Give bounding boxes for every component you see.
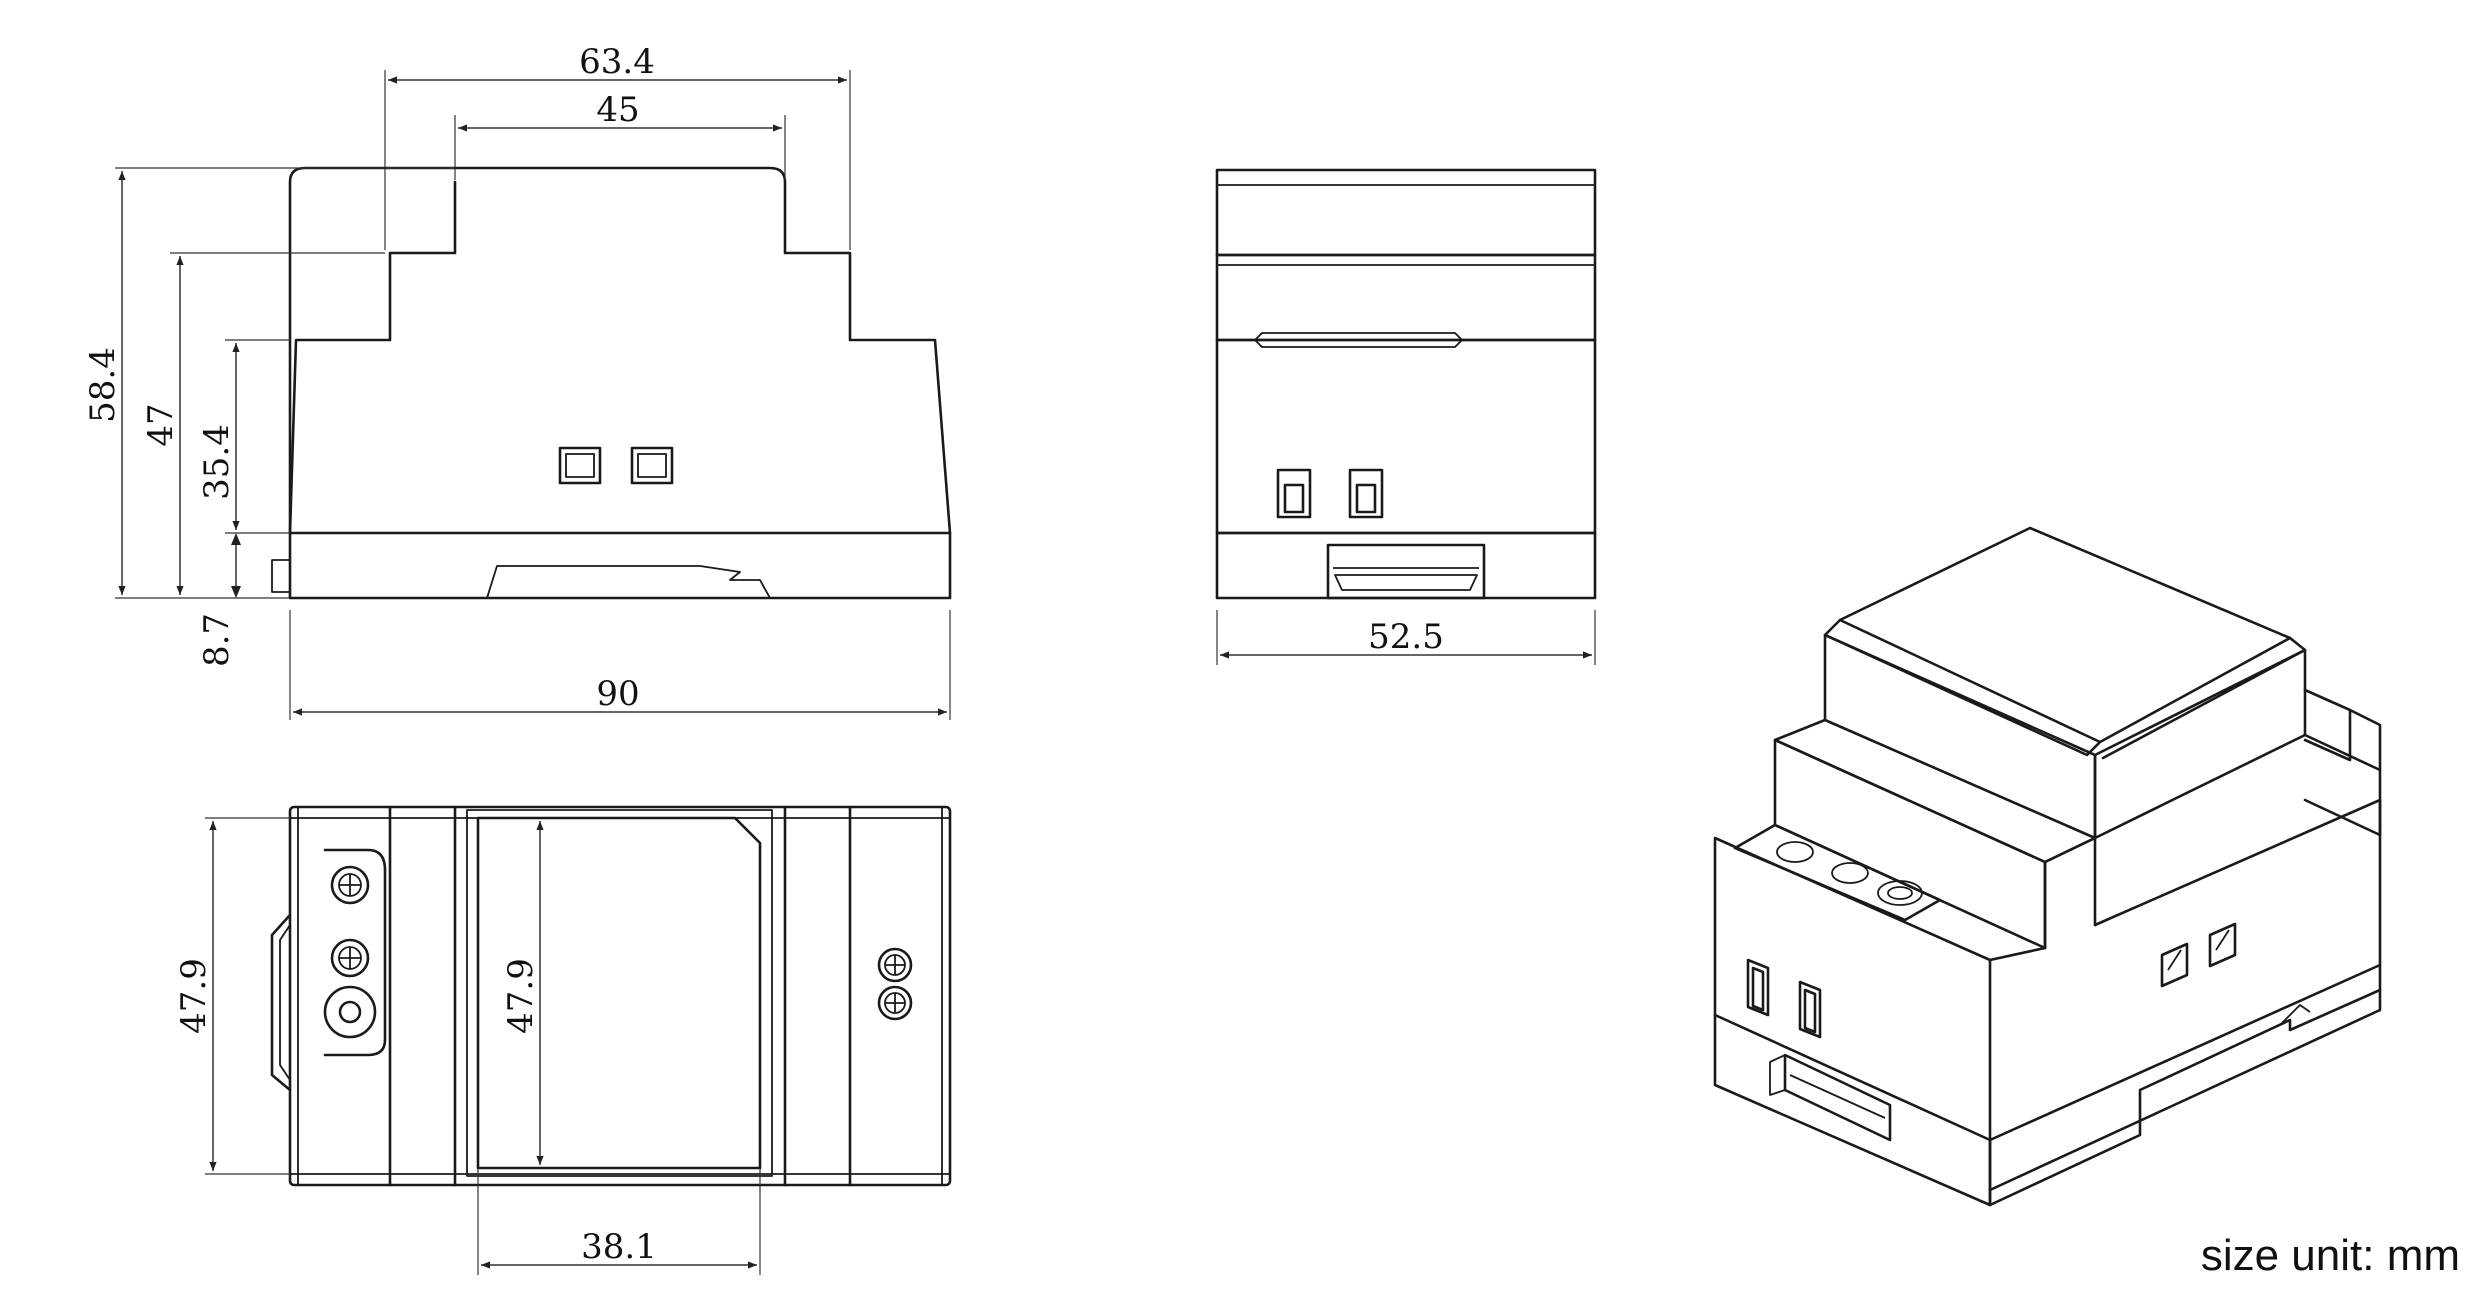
side-clip <box>1326 543 1486 600</box>
dim-63-4-label: 63.4 <box>579 42 655 82</box>
front-terminal-2 <box>630 446 674 485</box>
top-display-window <box>476 816 762 1170</box>
top-dimensions: 47.9 47.9 38.1 <box>174 817 761 1275</box>
iso-base <box>1713 963 2382 1142</box>
iso-right-terminal-2 <box>2208 922 2237 968</box>
front-terminal-2-inner <box>637 453 667 478</box>
side-dimensions: 52.5 <box>1216 610 1596 665</box>
front-body-left-step <box>288 180 457 535</box>
iso-right-face <box>1988 798 2382 1192</box>
top-view <box>270 805 952 1187</box>
iso-right-terminal-1 <box>2160 942 2189 988</box>
iso-terminal-hole-3 <box>1877 880 1923 906</box>
iso-top-block-right <box>2093 648 2307 840</box>
side-mid-block <box>1215 253 1597 342</box>
dim-52-5-label: 52.5 <box>1368 617 1444 657</box>
iso-top-lid <box>1838 526 2292 744</box>
front-terminal-1 <box>558 446 602 485</box>
iso-terminal-hole-1 <box>1776 841 1814 863</box>
iso-top-block-left <box>1823 633 2097 840</box>
unit-label: size unit: mm <box>2201 1231 2460 1280</box>
front-body-outline <box>288 166 952 535</box>
screw-icon <box>330 865 370 905</box>
side-top-tab <box>1254 332 1463 348</box>
front-terminal-1-inner <box>565 453 595 478</box>
front-base <box>288 531 952 600</box>
side-top-block <box>1215 168 1597 257</box>
dim-47-label: 47 <box>141 403 181 446</box>
side-terminal-2 <box>1348 468 1384 519</box>
dim-47-9-inner-label: 47.9 <box>501 958 541 1034</box>
side-terminal-1 <box>1276 468 1312 519</box>
dim-47-9-outer-label: 47.9 <box>174 958 214 1034</box>
side-low-block <box>1215 338 1597 535</box>
top-din-clip <box>270 913 292 1092</box>
side-base <box>1215 531 1597 600</box>
screw-icon <box>877 985 913 1021</box>
side-view <box>1215 168 1597 600</box>
front-view <box>271 166 952 600</box>
socket-icon <box>323 985 377 1039</box>
dim-35-4-label: 35.4 <box>197 424 237 500</box>
isometric-view <box>1713 526 2382 1207</box>
dim-38-1-label: 38.1 <box>581 1227 657 1267</box>
front-din-rail-slot <box>486 565 771 599</box>
dim-8-7-label: 8.7 <box>197 613 237 667</box>
dim-45-label: 45 <box>596 90 639 130</box>
iso-mid-step <box>1773 718 2097 864</box>
iso-terminal-plate <box>1733 823 1942 922</box>
iso-front-terminal-1 <box>1746 958 1770 1017</box>
top-outer-frame <box>288 805 952 1187</box>
iso-lower-front <box>1713 836 1992 1207</box>
front-dimensions: 63.4 45 58.4 47 35.4 8.7 90 <box>83 42 951 720</box>
front-base-left-clip <box>271 559 290 593</box>
iso-terminal-hole-2 <box>1831 862 1869 884</box>
dim-58-4-label: 58.4 <box>83 347 123 423</box>
top-terminal-plate <box>323 848 387 1057</box>
screw-icon <box>877 947 913 983</box>
dim-90-label: 90 <box>596 674 639 714</box>
screw-icon <box>330 938 370 978</box>
iso-front-terminal-2 <box>1798 980 1822 1039</box>
iso-din-clip <box>1783 1053 1892 1142</box>
